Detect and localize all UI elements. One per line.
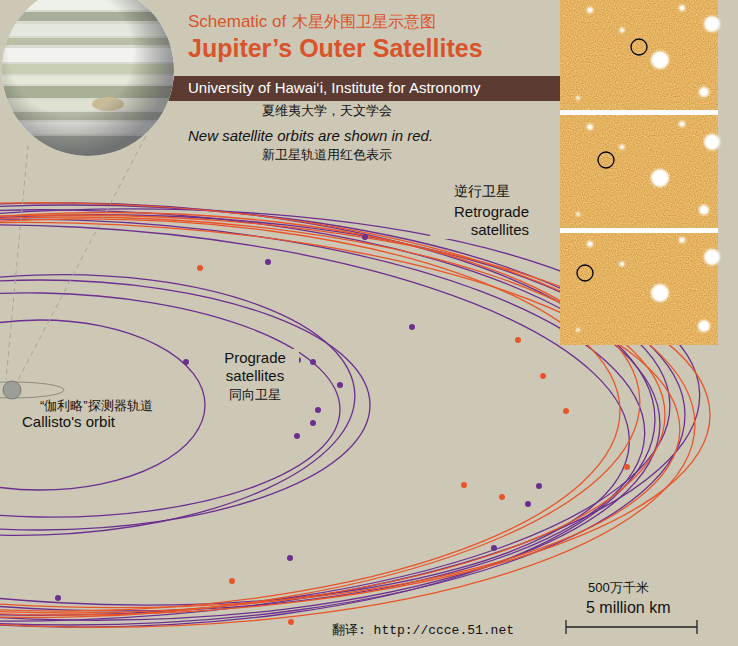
discovery-photo — [679, 121, 685, 127]
discovery-photo — [598, 152, 614, 168]
discovery-photo — [576, 328, 580, 332]
jupiter-planet — [0, 0, 180, 160]
discovery-photo — [560, 0, 720, 345]
satellite-dot — [491, 545, 497, 551]
retrograde-orbit — [0, 198, 645, 632]
title-prefix: Schematic of — [188, 12, 286, 32]
scale-bar — [566, 620, 697, 634]
discovery-photo — [620, 262, 625, 267]
prograde-orbit — [0, 264, 370, 546]
satellite-dot — [287, 555, 293, 561]
satellite-dot — [499, 494, 505, 500]
discovery-photo — [560, 115, 718, 228]
zoom-line — [18, 128, 150, 380]
satellite-dot — [288, 619, 294, 625]
jupiter-planet — [2, 0, 174, 156]
jupiter-planet — [0, 0, 180, 160]
legend-note-chinese: 新卫星轨道用红色表示 — [262, 147, 392, 163]
discovery-photo — [651, 51, 669, 69]
satellite-dot — [183, 359, 189, 365]
prograde-orbit — [0, 280, 370, 530]
discovery-photo — [587, 7, 593, 13]
institution: University of Hawai‘i, Institute for Ast… — [188, 79, 481, 97]
discovery-photo — [560, 233, 718, 345]
discovery-photo — [576, 212, 580, 216]
zoom-line — [6, 145, 28, 380]
scale-label: 5 million km — [584, 598, 672, 617]
discovery-photo — [577, 265, 593, 281]
orbit-label: Callisto's orbit — [20, 413, 117, 431]
satellite-dot — [409, 324, 415, 330]
zoom-line — [6, 128, 150, 380]
group-label-chinese: 逆行卫星 — [452, 183, 512, 200]
discovery-photo — [704, 134, 720, 150]
institution-chinese: 夏维夷大学，天文学会 — [262, 103, 392, 119]
satellite-dot — [294, 433, 300, 439]
discovery-photo — [576, 96, 580, 100]
scale-label-chinese: 500万千米 — [586, 580, 651, 596]
title-chinese: 木星外围卫星示意图 — [292, 12, 436, 31]
group-label-chinese: 同向卫星 — [227, 387, 283, 403]
satellite-dot — [315, 407, 321, 413]
satellite-dot — [197, 265, 203, 271]
callisto-orbit — [0, 382, 64, 398]
scale-bar — [565, 620, 566, 634]
discovery-photo — [620, 145, 625, 150]
satellite-dot — [55, 595, 61, 601]
discovery-photo — [679, 237, 685, 243]
satellite-dot — [624, 464, 630, 470]
discovery-photo — [699, 205, 709, 215]
discovery-photo — [704, 249, 720, 265]
satellite-dot — [265, 259, 271, 265]
satellite-dot — [515, 337, 521, 343]
header-band — [150, 76, 570, 101]
retrograde-orbit — [0, 200, 651, 630]
discovery-photo — [698, 320, 710, 332]
orbit-label-chinese: “伽利略”探测器轨道 — [38, 398, 155, 414]
discovery-photo — [560, 0, 718, 345]
discovery-photo — [651, 169, 669, 187]
retrograde-orbit — [0, 198, 657, 632]
scale-bar — [696, 620, 697, 634]
satellite-dot — [310, 359, 316, 365]
prograde-orbit — [0, 264, 359, 546]
prograde-orbit — [0, 288, 342, 522]
legend-note: New satellite orbits are shown in red. — [188, 127, 433, 145]
satellite-dot — [540, 373, 546, 379]
discovery-photo — [699, 87, 709, 97]
discovery-photo — [631, 39, 647, 55]
satellite-dot — [536, 483, 542, 489]
satellite-dot — [337, 382, 343, 388]
group-label: Prograde satellites — [211, 349, 299, 385]
satellite-dot — [229, 578, 235, 584]
discovery-photo — [560, 0, 718, 110]
prograde-orbit — [0, 320, 205, 490]
discovery-photo — [587, 241, 593, 247]
discovery-photo — [620, 28, 625, 33]
discovery-photo — [587, 124, 593, 130]
satellite-dot — [362, 234, 368, 240]
retrograde-orbit — [0, 198, 639, 632]
small-jupiter — [3, 381, 21, 399]
satellite-dot — [310, 420, 316, 426]
satellite-dot — [55, 234, 630, 625]
discovery-photo — [577, 39, 647, 281]
discovery-photo — [576, 5, 720, 332]
scale-bar — [566, 626, 697, 627]
retrograde-orbit — [0, 214, 622, 616]
group-label: Retrograde satellites — [430, 203, 531, 239]
satellite-dot — [525, 501, 531, 507]
main-title: Jupiter’s Outer Satellites — [188, 33, 483, 63]
discovery-photo — [679, 5, 685, 11]
satellite-dot — [461, 482, 467, 488]
watermark: 翻译: http://ccce.51.net — [330, 623, 516, 639]
discovery-photo — [651, 284, 669, 302]
satellite-dot — [563, 408, 569, 414]
discovery-photo — [704, 16, 720, 32]
